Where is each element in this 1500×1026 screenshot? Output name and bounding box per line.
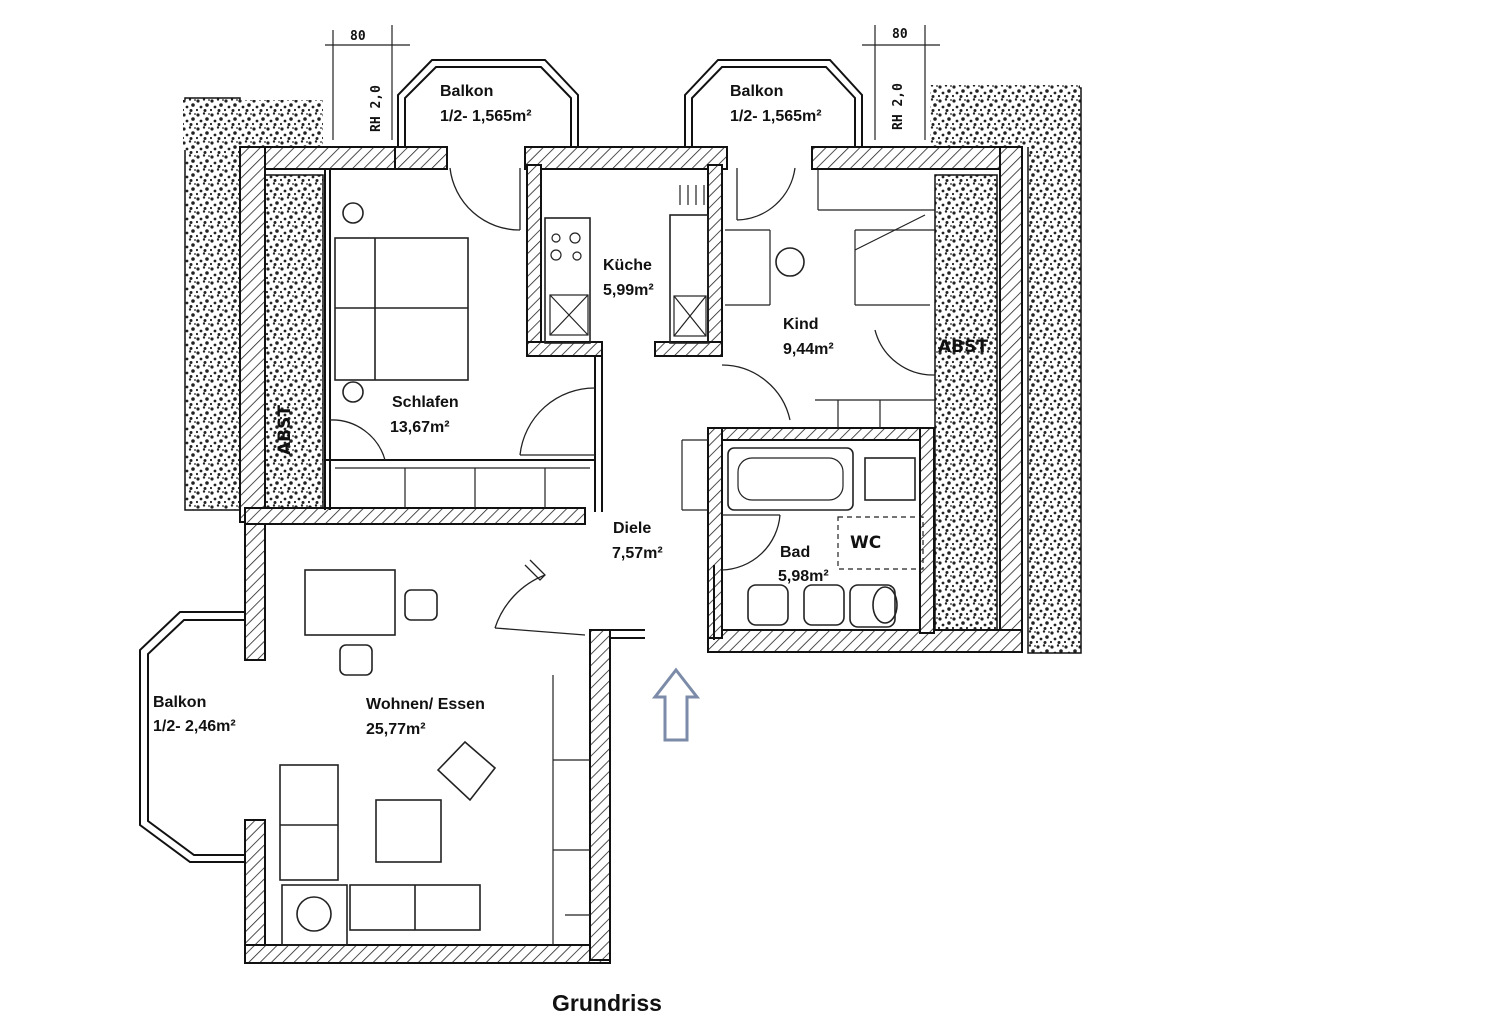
doors (329, 167, 936, 636)
roof-slopes (183, 85, 1082, 654)
kueche-name: Küche (603, 257, 652, 274)
dim-right: 80 (892, 27, 908, 42)
arrow-up-icon (651, 667, 701, 742)
structure-lines (324, 168, 935, 945)
wohnen-area: 25,77m² (366, 721, 426, 738)
schlafen-name: Schlafen (392, 394, 459, 411)
diele-name: Diele (613, 520, 651, 537)
dim-left: 80 (350, 29, 366, 44)
kueche-area: 5,99m² (603, 282, 654, 299)
walls (239, 146, 1023, 964)
balkon-right-name: Balkon (730, 83, 783, 100)
rh-left: RH 2,0 (369, 85, 384, 132)
kind-area: 9,44m² (783, 341, 834, 358)
plan-title: Grundriss (552, 990, 662, 1016)
balkon-right-area: 1/2- 1,565m² (730, 108, 822, 125)
room-labels: Balkon 1/2- 1,565m² Balkon 1/2- 1,565m² … (153, 83, 834, 738)
balkon-west-area: 1/2- 2,46m² (153, 718, 236, 735)
furniture (279, 185, 924, 946)
balconies (139, 59, 863, 863)
rh-right: RH 2,0 (891, 83, 906, 130)
handwritten-annotations: 80 80 RH 2,0 RH 2,0 ABST ABST WC (275, 27, 988, 553)
kind-name: Kind (783, 316, 819, 333)
abst-right: ABST (938, 337, 988, 357)
balkon-left-area: 1/2- 1,565m² (440, 108, 532, 125)
diele-area: 7,57m² (612, 545, 663, 562)
abst-left: ABST (275, 405, 295, 455)
wohnen-name: Wohnen/ Essen (366, 696, 485, 713)
wc-label: WC (850, 533, 881, 553)
bad-name: Bad (780, 544, 810, 561)
balkon-west-name: Balkon (153, 694, 206, 711)
bad-area: 5,98m² (778, 568, 829, 585)
balkon-left-name: Balkon (440, 83, 493, 100)
dimension-marks (325, 25, 940, 140)
schlafen-area: 13,67m² (390, 419, 450, 436)
